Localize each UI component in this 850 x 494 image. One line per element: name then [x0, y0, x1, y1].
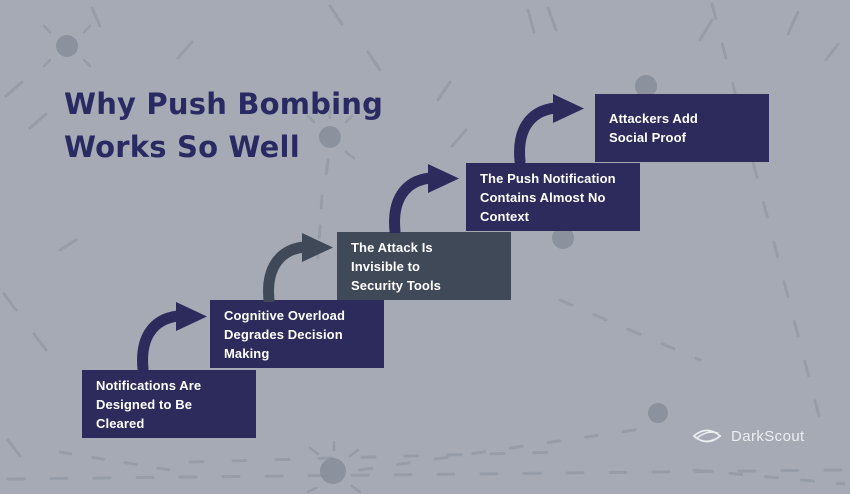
background-dots	[56, 35, 668, 484]
eye-orbit-icon	[692, 429, 722, 443]
brand-name: DarkScout	[731, 427, 805, 445]
brand-logo: DarkScout	[691, 426, 805, 446]
curved-arrow-icon-4	[514, 94, 584, 163]
step-box-2: Cognitive Overload Degrades Decision Mak…	[210, 300, 384, 368]
step-label-5: Attackers Add Social Proof	[609, 111, 698, 145]
step-label-1: Notifications Are Designed to Be Cleared	[96, 377, 202, 431]
step-label-3: The Attack Is Invisible to Security Tool…	[351, 239, 442, 293]
step-box-1: Notifications Are Designed to Be Cleared	[82, 370, 256, 438]
page-title-line1: Why Push Bombing	[64, 87, 384, 122]
page-title: Why Push Bombing Works So Well	[64, 83, 383, 169]
curved-arrow-icon-2	[263, 233, 333, 302]
step-box-3: The Attack Is Invisible to Security Tool…	[337, 232, 511, 300]
curved-arrow-icon-3	[389, 164, 459, 233]
step-label-2: Cognitive Overload Degrades Decision Mak…	[224, 307, 345, 361]
step-box-4: The Push Notification Contains Almost No…	[466, 163, 640, 231]
step-label-4: The Push Notification Contains Almost No…	[480, 170, 616, 224]
curved-arrow-icon-1	[137, 302, 207, 371]
page-title-line2: Works So Well	[64, 130, 300, 165]
step-box-5: Attackers Add Social Proof	[595, 94, 769, 162]
